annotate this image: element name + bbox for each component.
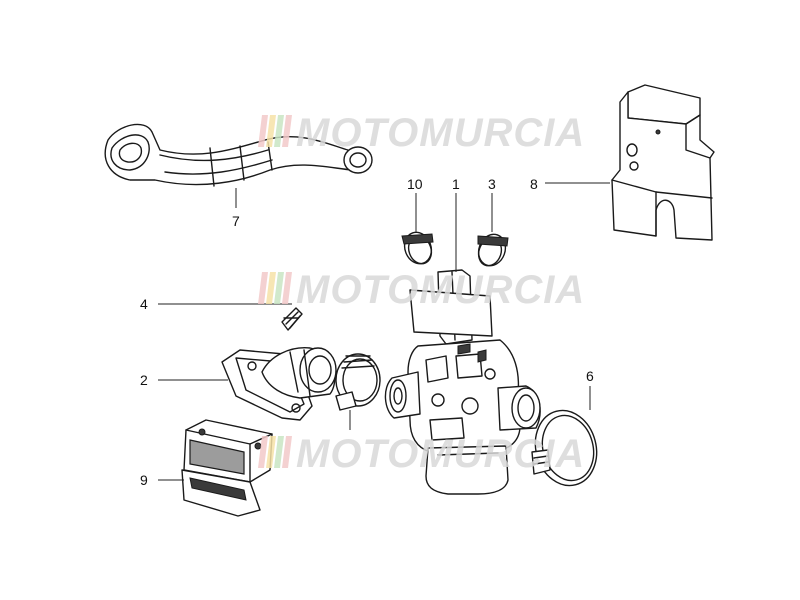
callout-3: 3 — [488, 176, 496, 192]
callout-9: 9 — [140, 472, 148, 488]
callout-6: 6 — [586, 368, 594, 384]
watermark-text: MOTOMURCIA — [296, 268, 585, 312]
part-clamp-manifold — [335, 353, 381, 430]
callout-8: 8 — [530, 176, 538, 192]
part-4-screw — [158, 303, 303, 331]
callout-4: 4 — [140, 296, 148, 312]
callout-10: 10 — [407, 176, 423, 192]
watermark-text: MOTOMURCIA — [296, 432, 585, 476]
part-8-cover — [545, 84, 715, 241]
callout-7: 7 — [232, 213, 240, 229]
watermark-text: MOTOMURCIA — [296, 111, 585, 155]
watermark-bottom: MOTOMURCIA — [258, 432, 585, 476]
part-7-intake-hose — [104, 123, 373, 208]
callout-2: 2 — [140, 372, 148, 388]
part-6-large-clamp — [531, 386, 598, 487]
part-1-carburetor — [384, 193, 541, 495]
part-2-intake-manifold — [158, 347, 337, 421]
part-10-clamp — [401, 193, 434, 265]
part-3-clamp — [477, 193, 509, 267]
watermark-middle: MOTOMURCIA — [258, 268, 585, 312]
callout-1: 1 — [452, 176, 460, 192]
part-9-reed-valve — [158, 419, 273, 517]
watermark-top: MOTOMURCIA — [258, 111, 585, 155]
